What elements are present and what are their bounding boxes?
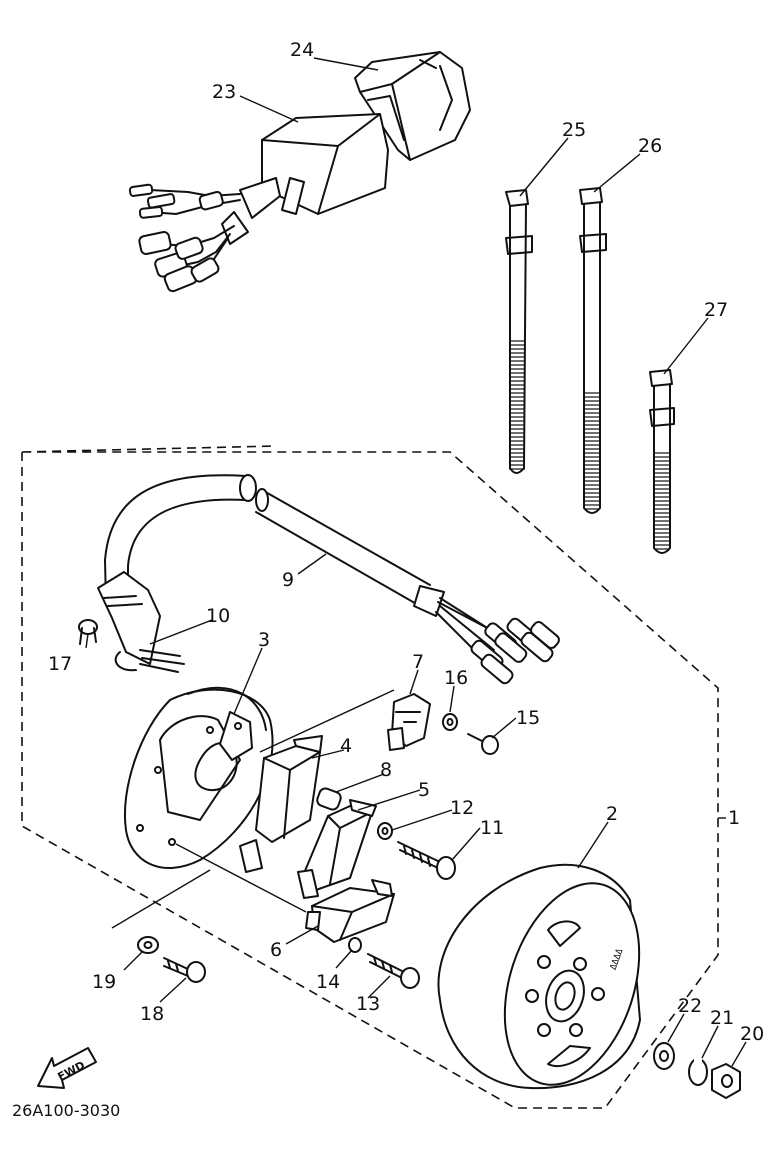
part-20-nut[interactable] <box>711 1063 741 1099</box>
part-23-cdi-unit[interactable] <box>128 113 389 293</box>
callout-20: 20 <box>740 1023 764 1045</box>
callout-24: 24 <box>290 39 314 61</box>
callout-4: 4 <box>340 735 352 757</box>
part-11-screw[interactable] <box>397 841 456 880</box>
part-16-washer[interactable] <box>442 713 458 731</box>
part-18-screw[interactable] <box>163 957 206 983</box>
callout-27: 27 <box>704 299 728 321</box>
callout-18: 18 <box>140 1003 164 1025</box>
figure-code: 26A100-3030 <box>12 1101 120 1120</box>
callout-8: 8 <box>380 759 392 781</box>
callout-5: 5 <box>418 779 430 801</box>
part-21-lock-washer[interactable] <box>688 1058 708 1086</box>
part-4-source-coil[interactable] <box>239 735 323 873</box>
leader-7-to-stator <box>259 689 395 753</box>
callout-9: 9 <box>282 569 294 591</box>
callout-17: 17 <box>48 653 72 675</box>
callout-13: 13 <box>356 993 380 1015</box>
callout-14: 14 <box>316 971 340 993</box>
callout-11: 11 <box>480 817 504 839</box>
part-26-cable-band[interactable] <box>579 187 607 514</box>
callout-7: 7 <box>412 651 424 673</box>
callout-numbers: 1 2 3 4 5 6 7 8 9 10 11 12 13 14 15 16 1… <box>48 39 764 1045</box>
part-22-washer[interactable] <box>653 1042 675 1070</box>
part-14-washer[interactable] <box>348 937 362 953</box>
callout-6: 6 <box>270 939 282 961</box>
callout-15: 15 <box>516 707 540 729</box>
callout-2: 2 <box>606 803 618 825</box>
part-7-bracket[interactable] <box>387 693 431 751</box>
part-15-screw[interactable] <box>467 733 499 755</box>
part-12-washer[interactable] <box>377 822 393 840</box>
part-27-cable-band[interactable] <box>649 369 675 554</box>
leader-19-to-stator <box>111 869 211 929</box>
callout-3: 3 <box>258 629 270 651</box>
fwd-arrow: FWD <box>37 1047 97 1089</box>
assembly-boundary <box>21 445 719 1109</box>
part-13-screw[interactable] <box>367 953 420 989</box>
part-6-pulser-coil[interactable] <box>305 879 395 943</box>
callout-25: 25 <box>562 119 586 141</box>
part-3-stator-base[interactable] <box>124 686 274 870</box>
callout-26: 26 <box>638 135 662 157</box>
callout-16: 16 <box>444 667 468 689</box>
callout-1: 1 <box>728 807 740 829</box>
callout-10: 10 <box>206 605 230 627</box>
callout-23: 23 <box>212 81 236 103</box>
leader-6-to-stator <box>175 843 307 913</box>
part-25-cable-band[interactable] <box>505 189 533 474</box>
part-17-bolt[interactable] <box>78 619 98 645</box>
callout-22: 22 <box>678 995 702 1017</box>
part-2-rotor[interactable]: ΔΔΔΔ <box>437 863 663 1102</box>
callout-leaders <box>85 57 747 1067</box>
part-10-lead-clamp[interactable] <box>97 571 185 673</box>
callout-21: 21 <box>710 1007 734 1029</box>
callout-12: 12 <box>450 797 474 819</box>
callout-19: 19 <box>92 971 116 993</box>
part-5-charging-coil[interactable] <box>297 799 377 899</box>
part-9-lead-wire[interactable] <box>104 474 561 685</box>
part-19-washer[interactable] <box>137 936 159 954</box>
part-8-spacer[interactable] <box>316 787 343 811</box>
